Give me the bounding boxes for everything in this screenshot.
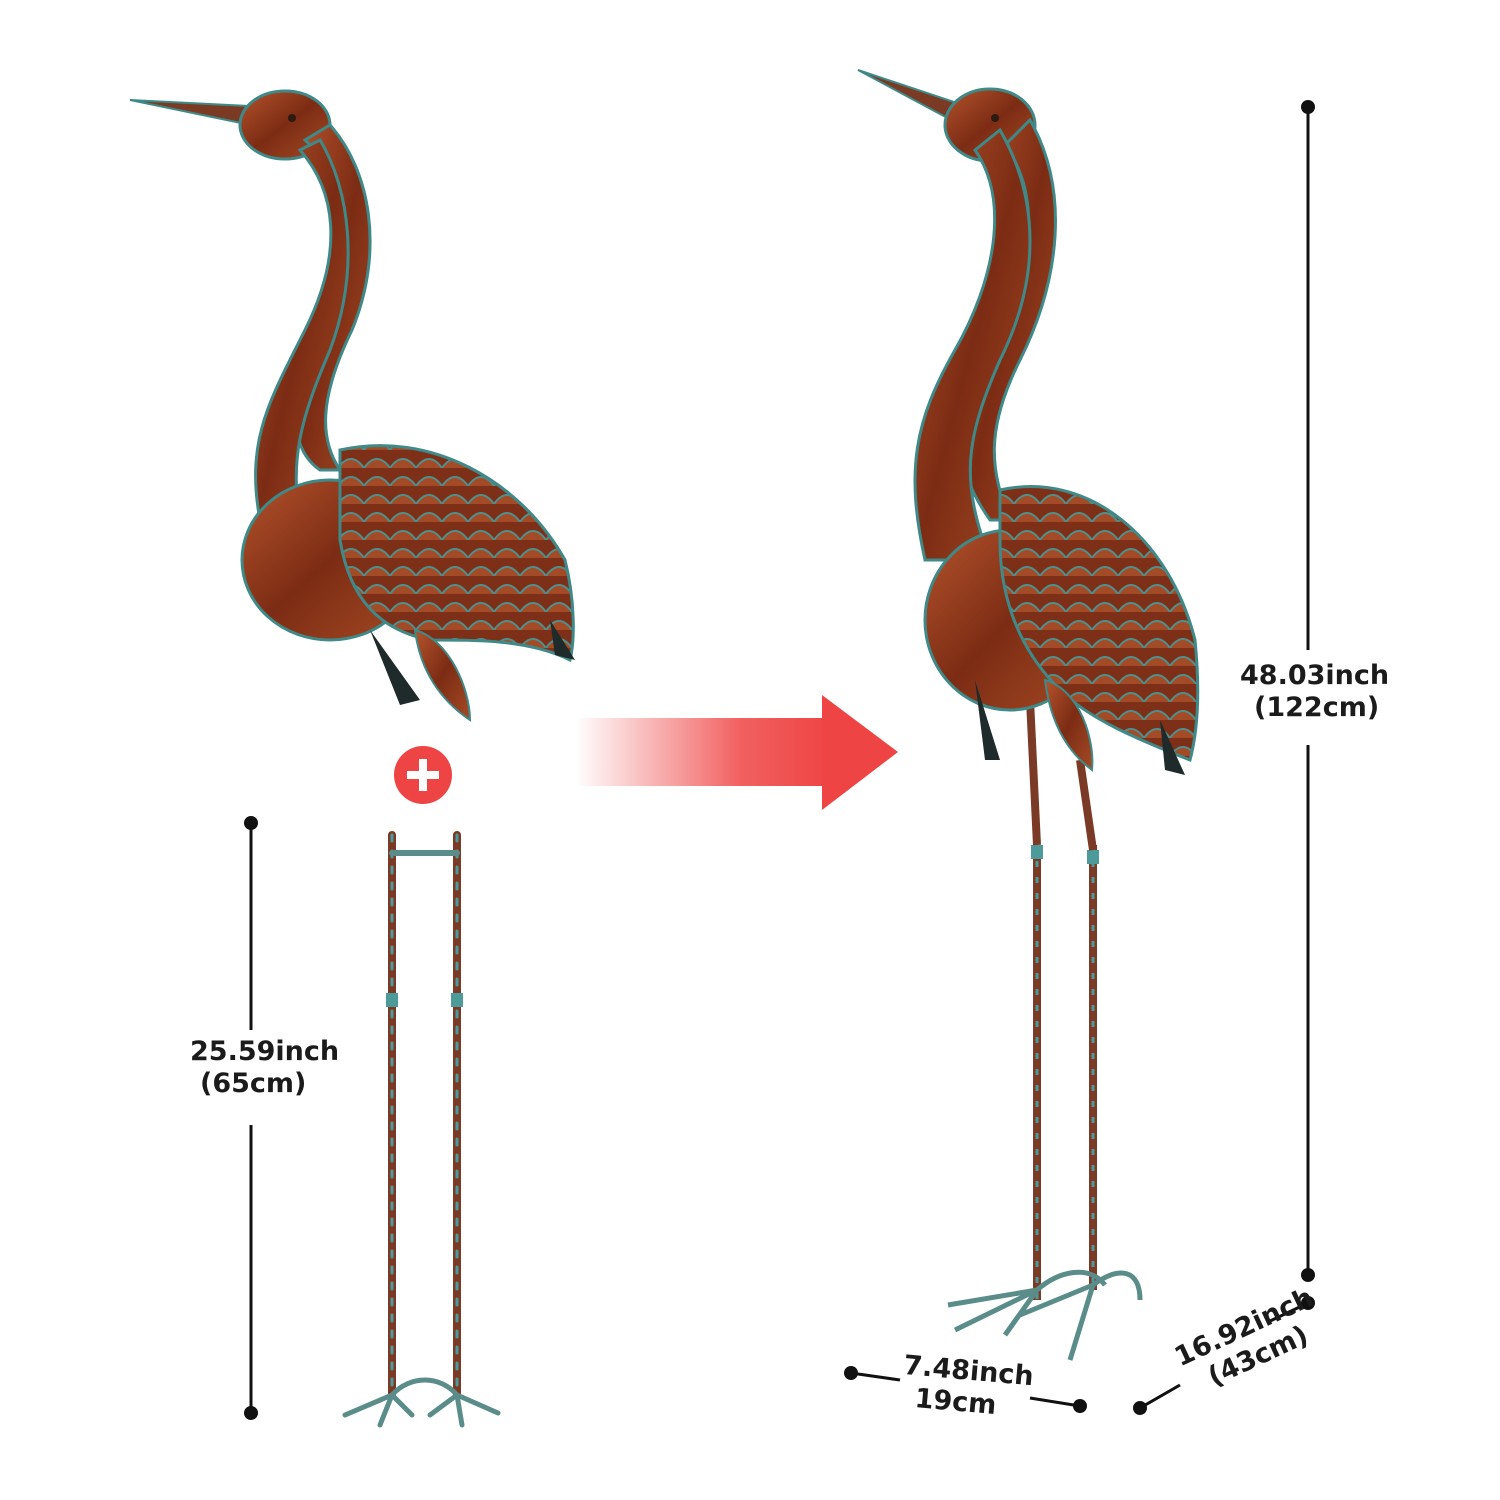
legs-height-dimension-line (244, 816, 258, 1420)
height-dimension-inch: 48.03inch (1240, 660, 1390, 691)
crane-upper-body (129, 89, 575, 722)
crane-legs-stand (342, 831, 501, 1428)
legs-dimension-label: 25.59inch (65cm) (190, 1036, 339, 1100)
depth-dimension-line (1133, 1296, 1315, 1415)
legs-dimension-cm: (65cm) (200, 1068, 307, 1099)
width-dimension-label: 7.48inch 19cm (899, 1350, 1035, 1425)
total-height-dimension-line (1301, 100, 1315, 1282)
plus-circle-icon (394, 746, 452, 804)
crane-assembled (857, 69, 1200, 1361)
height-dimension-label: 48.03inch (122cm) (1240, 660, 1389, 724)
legs-dimension-inch: 25.59inch (190, 1036, 340, 1067)
height-dimension-cm: (122cm) (1254, 692, 1380, 723)
right-arrow-icon (575, 695, 898, 810)
width-dimension-line (844, 1366, 1087, 1413)
